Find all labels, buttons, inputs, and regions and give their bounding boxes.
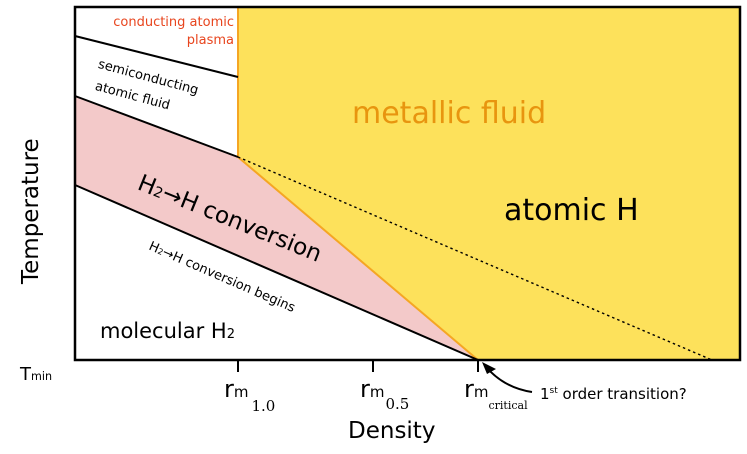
t-min-label: Tmin bbox=[20, 364, 53, 385]
transition-arrowhead bbox=[482, 362, 496, 374]
first-order-annotation: 1st order transition? bbox=[540, 385, 687, 403]
molecular-h2-label: molecular H2 bbox=[100, 319, 235, 343]
x-axis-label: Density bbox=[348, 418, 436, 444]
atomic-h-label: atomic H bbox=[504, 193, 639, 228]
conversion-begins-line bbox=[74, 184, 479, 361]
tick-label-3: rmcritical bbox=[464, 375, 528, 412]
conversion-upper-line bbox=[74, 95, 239, 158]
plasma-boundary-line bbox=[74, 35, 239, 78]
dotted-extrapolation bbox=[237, 156, 713, 361]
conversion-region bbox=[75, 96, 478, 360]
metallic-fluid-label: metallic fluid bbox=[352, 96, 547, 131]
tick-label-1: rm1.0 bbox=[224, 375, 276, 415]
tick-label-2: rm0.5 bbox=[360, 375, 410, 413]
metallic-fluid-region bbox=[238, 7, 740, 360]
plot-frame bbox=[73, 5, 742, 362]
conducting-plasma-label: conducting atomic plasma bbox=[113, 15, 234, 48]
y-axis-label: Temperature bbox=[18, 138, 44, 284]
